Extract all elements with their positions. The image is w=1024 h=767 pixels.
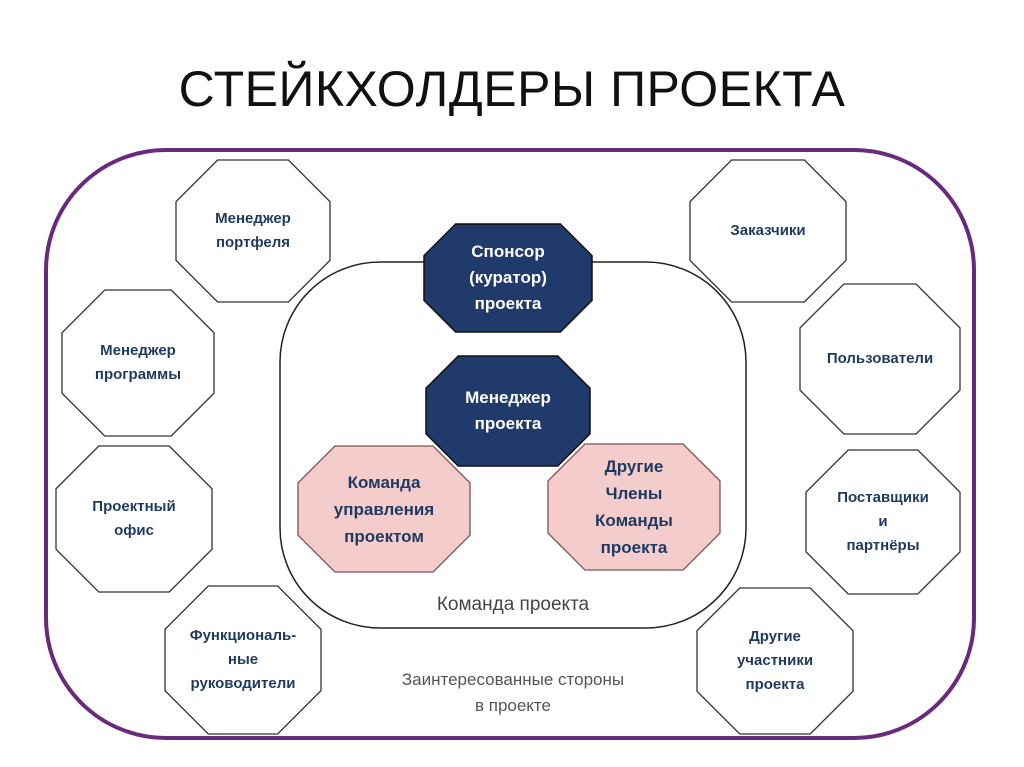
page-title: СТЕЙКХОЛДЕРЫ ПРОЕКТА [178, 61, 846, 117]
octagon-program-manager [61, 289, 215, 437]
octagon-sponsor [423, 223, 593, 333]
caption-stakeholders: Заинтересованные стороны в проекте [401, 670, 625, 715]
stakeholders-boundary [44, 148, 976, 740]
octagon-other-participants [696, 587, 854, 735]
octagon-project-manager [425, 355, 591, 467]
caption-project-team: Команда проекта [436, 594, 590, 615]
octagon-functional-managers [164, 585, 322, 735]
octagon-management-team [297, 445, 471, 573]
octagon-project-office [55, 445, 213, 593]
octagon-suppliers [805, 449, 961, 595]
octagon-customers [689, 159, 847, 303]
octagon-users [799, 283, 961, 435]
octagon-portfolio-manager [175, 159, 331, 303]
octagon-other-team-members [547, 443, 721, 571]
